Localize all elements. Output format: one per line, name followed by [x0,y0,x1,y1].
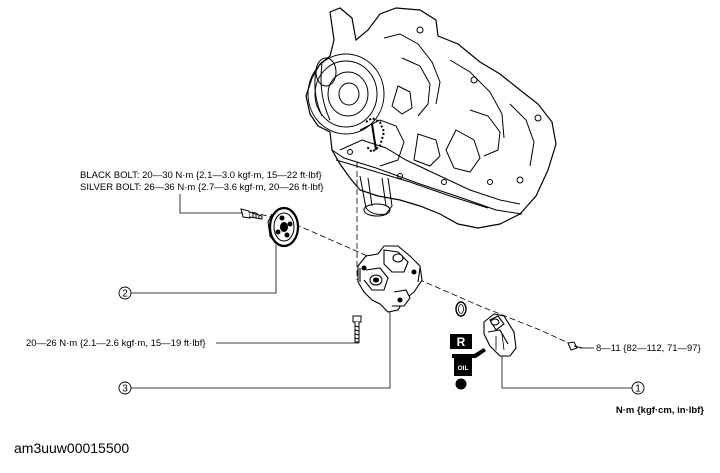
sprocket-bolt [240,208,263,220]
leader-lines [131,194,632,389]
figure-id: am3uuw00015500 [14,440,130,456]
callout-3: 3 [118,381,132,395]
callout-2: 2 [118,286,132,300]
callout-2-number: 2 [122,289,128,300]
o-ring [455,301,467,317]
replace-badge: R [450,334,472,349]
sensor-bolt [567,341,583,351]
callout-1-number: 1 [635,384,641,395]
pump-bolt-torque: 20—26 N·m {2.1—2.6 kgf·m, 15—19 ft·lbf} [26,338,206,349]
oil-pump-body [357,245,423,313]
sensor-bolt-torque: 8—11 {82—112, 71—97} [596,343,701,354]
engine-block [305,7,557,229]
oil-pump-bolt [352,315,362,343]
silver-bolt-torque: SILVER BOLT: 26—36 N·m {2.7—3.6 kgf·m, 2… [80,182,324,193]
oil-sensor [483,313,517,357]
callout-1: 1 [631,381,645,395]
replace-badge-label: R [457,335,466,349]
oil-pump-sprocket [267,206,300,248]
callout-3-number: 3 [122,384,128,395]
units-note: N·m {kgf·cm, in·lbf} [616,405,704,416]
oil-can-icon: OIL [452,348,486,390]
oil-badge-label: OIL [458,365,469,372]
black-bolt-torque: BLACK BOLT: 20—30 N·m {2.1—3.0 kgf·m, 15… [80,170,322,181]
